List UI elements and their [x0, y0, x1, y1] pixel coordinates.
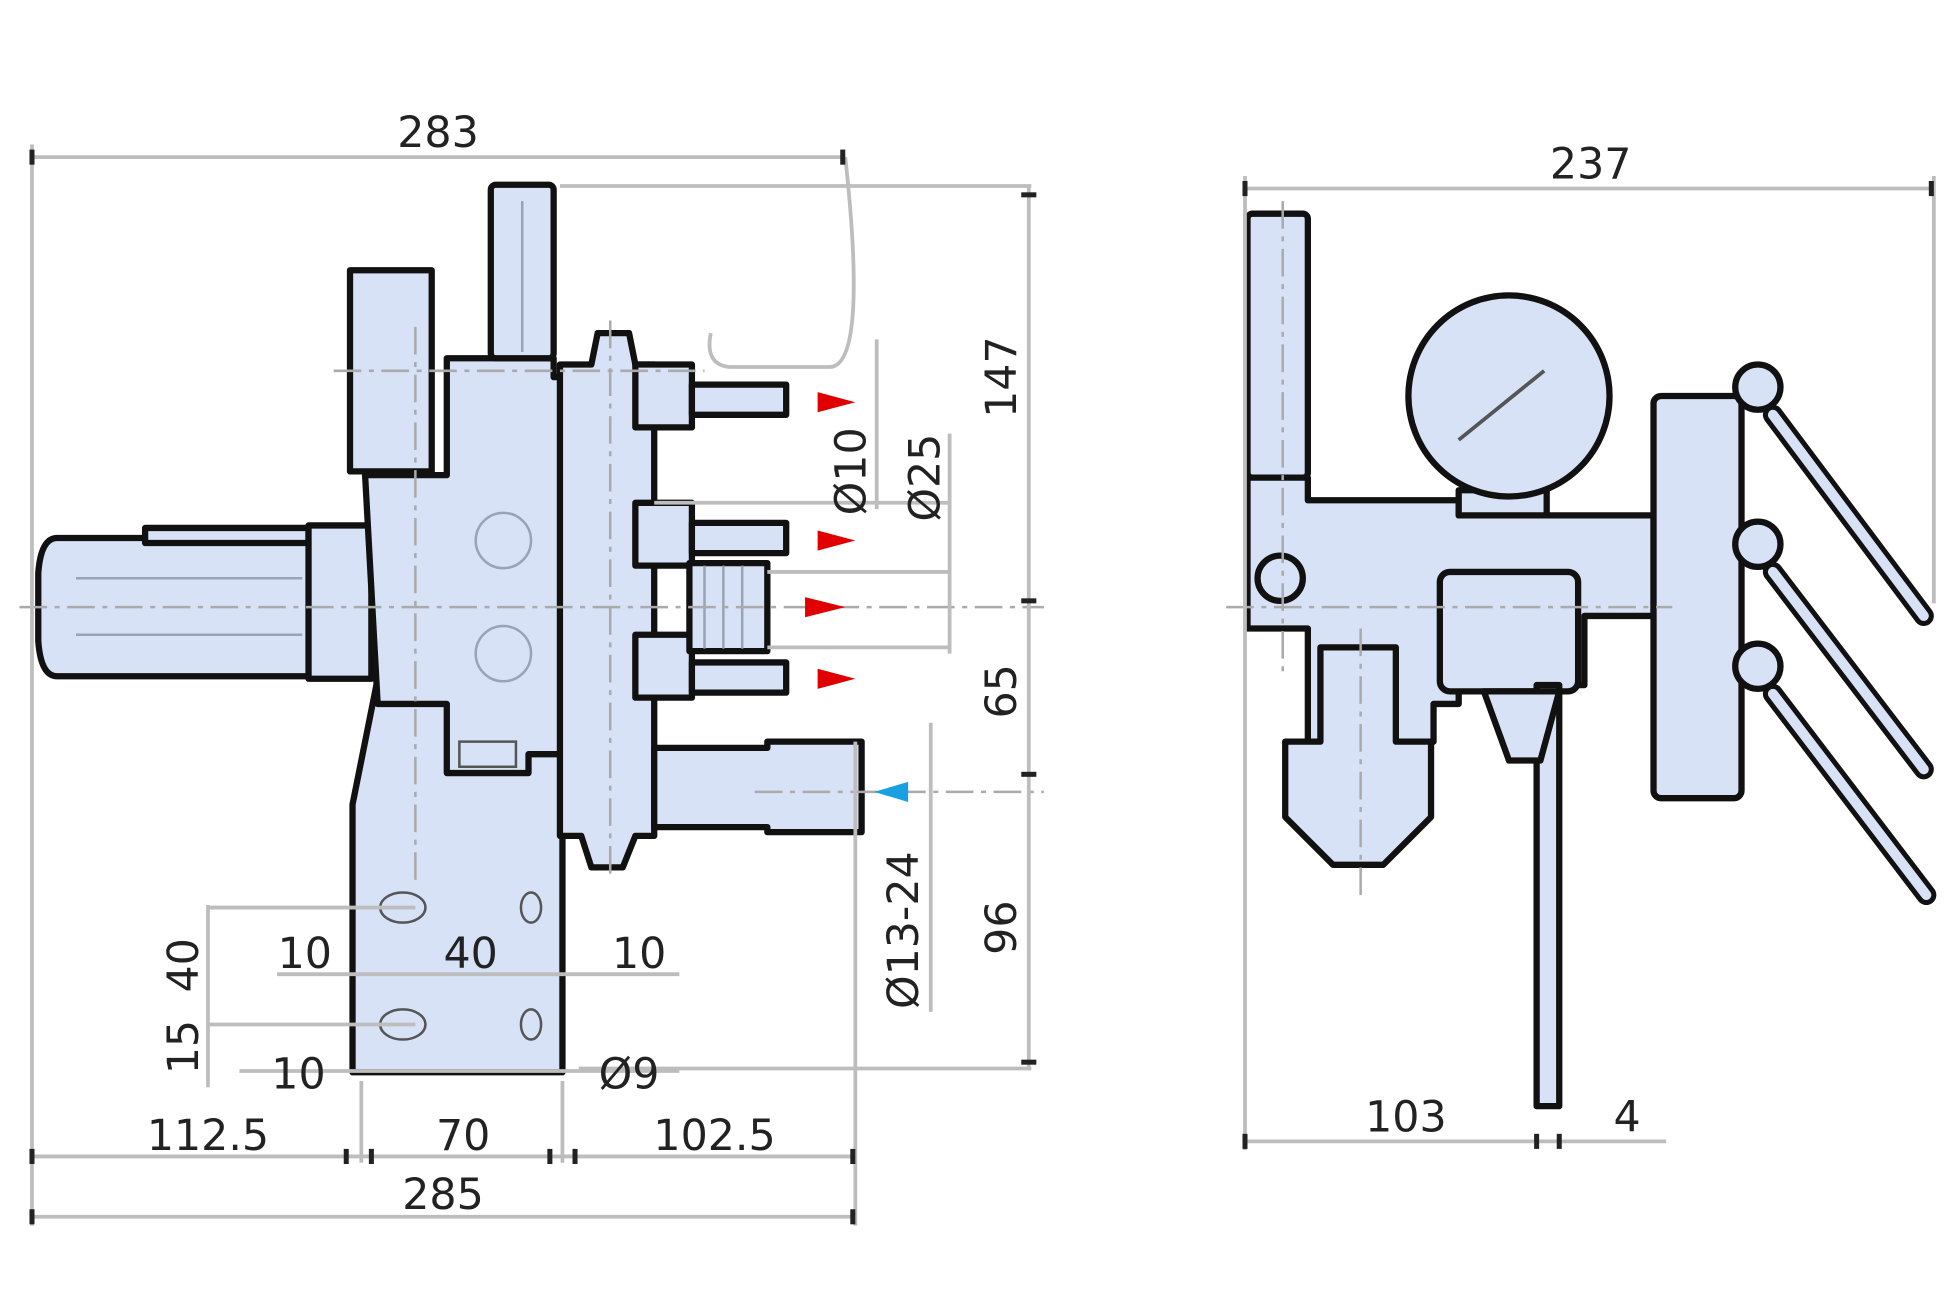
manifold-stack — [556, 329, 658, 871]
rod — [1533, 681, 1563, 1110]
dim-hole-diameter: Ø9 — [599, 1050, 660, 1100]
outlet-block-2 — [632, 499, 696, 569]
outlet-arrow-icon — [805, 597, 846, 618]
side-dimension-lines — [1242, 175, 1936, 1151]
dim-inlet-diameter: Ø13-24 — [879, 851, 929, 1009]
inlet-fitting — [651, 738, 865, 836]
outlet-block-1 — [632, 361, 696, 431]
outlet-block-3 — [632, 631, 696, 701]
dim-283: 283 — [397, 108, 479, 158]
valve-manifold-side — [1650, 392, 1745, 802]
handle-side — [1244, 210, 1311, 481]
dim-96: 96 — [977, 900, 1027, 954]
dim-112-5: 112.5 — [147, 1111, 269, 1161]
outlet-arrow-icon — [817, 392, 856, 413]
front-view: 283 285 112.5 70 102.5 147 65 96 Ø10 Ø25… — [19, 108, 1044, 1226]
pressure-gauge — [1405, 292, 1613, 500]
dim-102-5: 102.5 — [653, 1111, 775, 1161]
dimension-lines — [29, 144, 1037, 1226]
outlet-nozzle-1 — [688, 381, 790, 418]
outlet-arrow-icon — [817, 530, 856, 551]
side-view: 237 103 4 — [1226, 139, 1937, 1151]
dim-hole-spacing: 40 — [444, 929, 498, 979]
inlet-arrow-icon — [874, 781, 909, 802]
dim-bottom-edge: 10 — [271, 1050, 325, 1100]
dim-285: 285 — [402, 1170, 484, 1220]
outlet-arrows — [805, 392, 856, 689]
outlet-nozzle-3 — [688, 659, 790, 696]
dim-outlet-pitch: Ø25 — [901, 434, 951, 522]
dim-hole-bottom: 15 — [159, 1020, 209, 1074]
dim-hole-vertical: 40 — [159, 938, 209, 992]
dim-4: 4 — [1614, 1092, 1641, 1142]
dim-147: 147 — [977, 336, 1027, 418]
dim-outlet-diameter: Ø10 — [826, 427, 876, 515]
motor-flange — [141, 524, 312, 547]
dim-237: 237 — [1550, 139, 1632, 189]
outlet-arrow-icon — [817, 668, 856, 689]
dim-hole-left-edge: 10 — [278, 929, 332, 979]
dim-65: 65 — [977, 664, 1027, 718]
motor-coupling — [305, 522, 375, 682]
dim-hole-right-edge: 10 — [612, 929, 666, 979]
dim-103: 103 — [1365, 1092, 1447, 1142]
dim-70: 70 — [436, 1111, 490, 1161]
valve-block — [1436, 568, 1582, 695]
outlet-nozzle-2 — [688, 519, 790, 557]
lower-fitting — [1282, 644, 1435, 868]
ball-valve-levers — [1732, 361, 1937, 906]
